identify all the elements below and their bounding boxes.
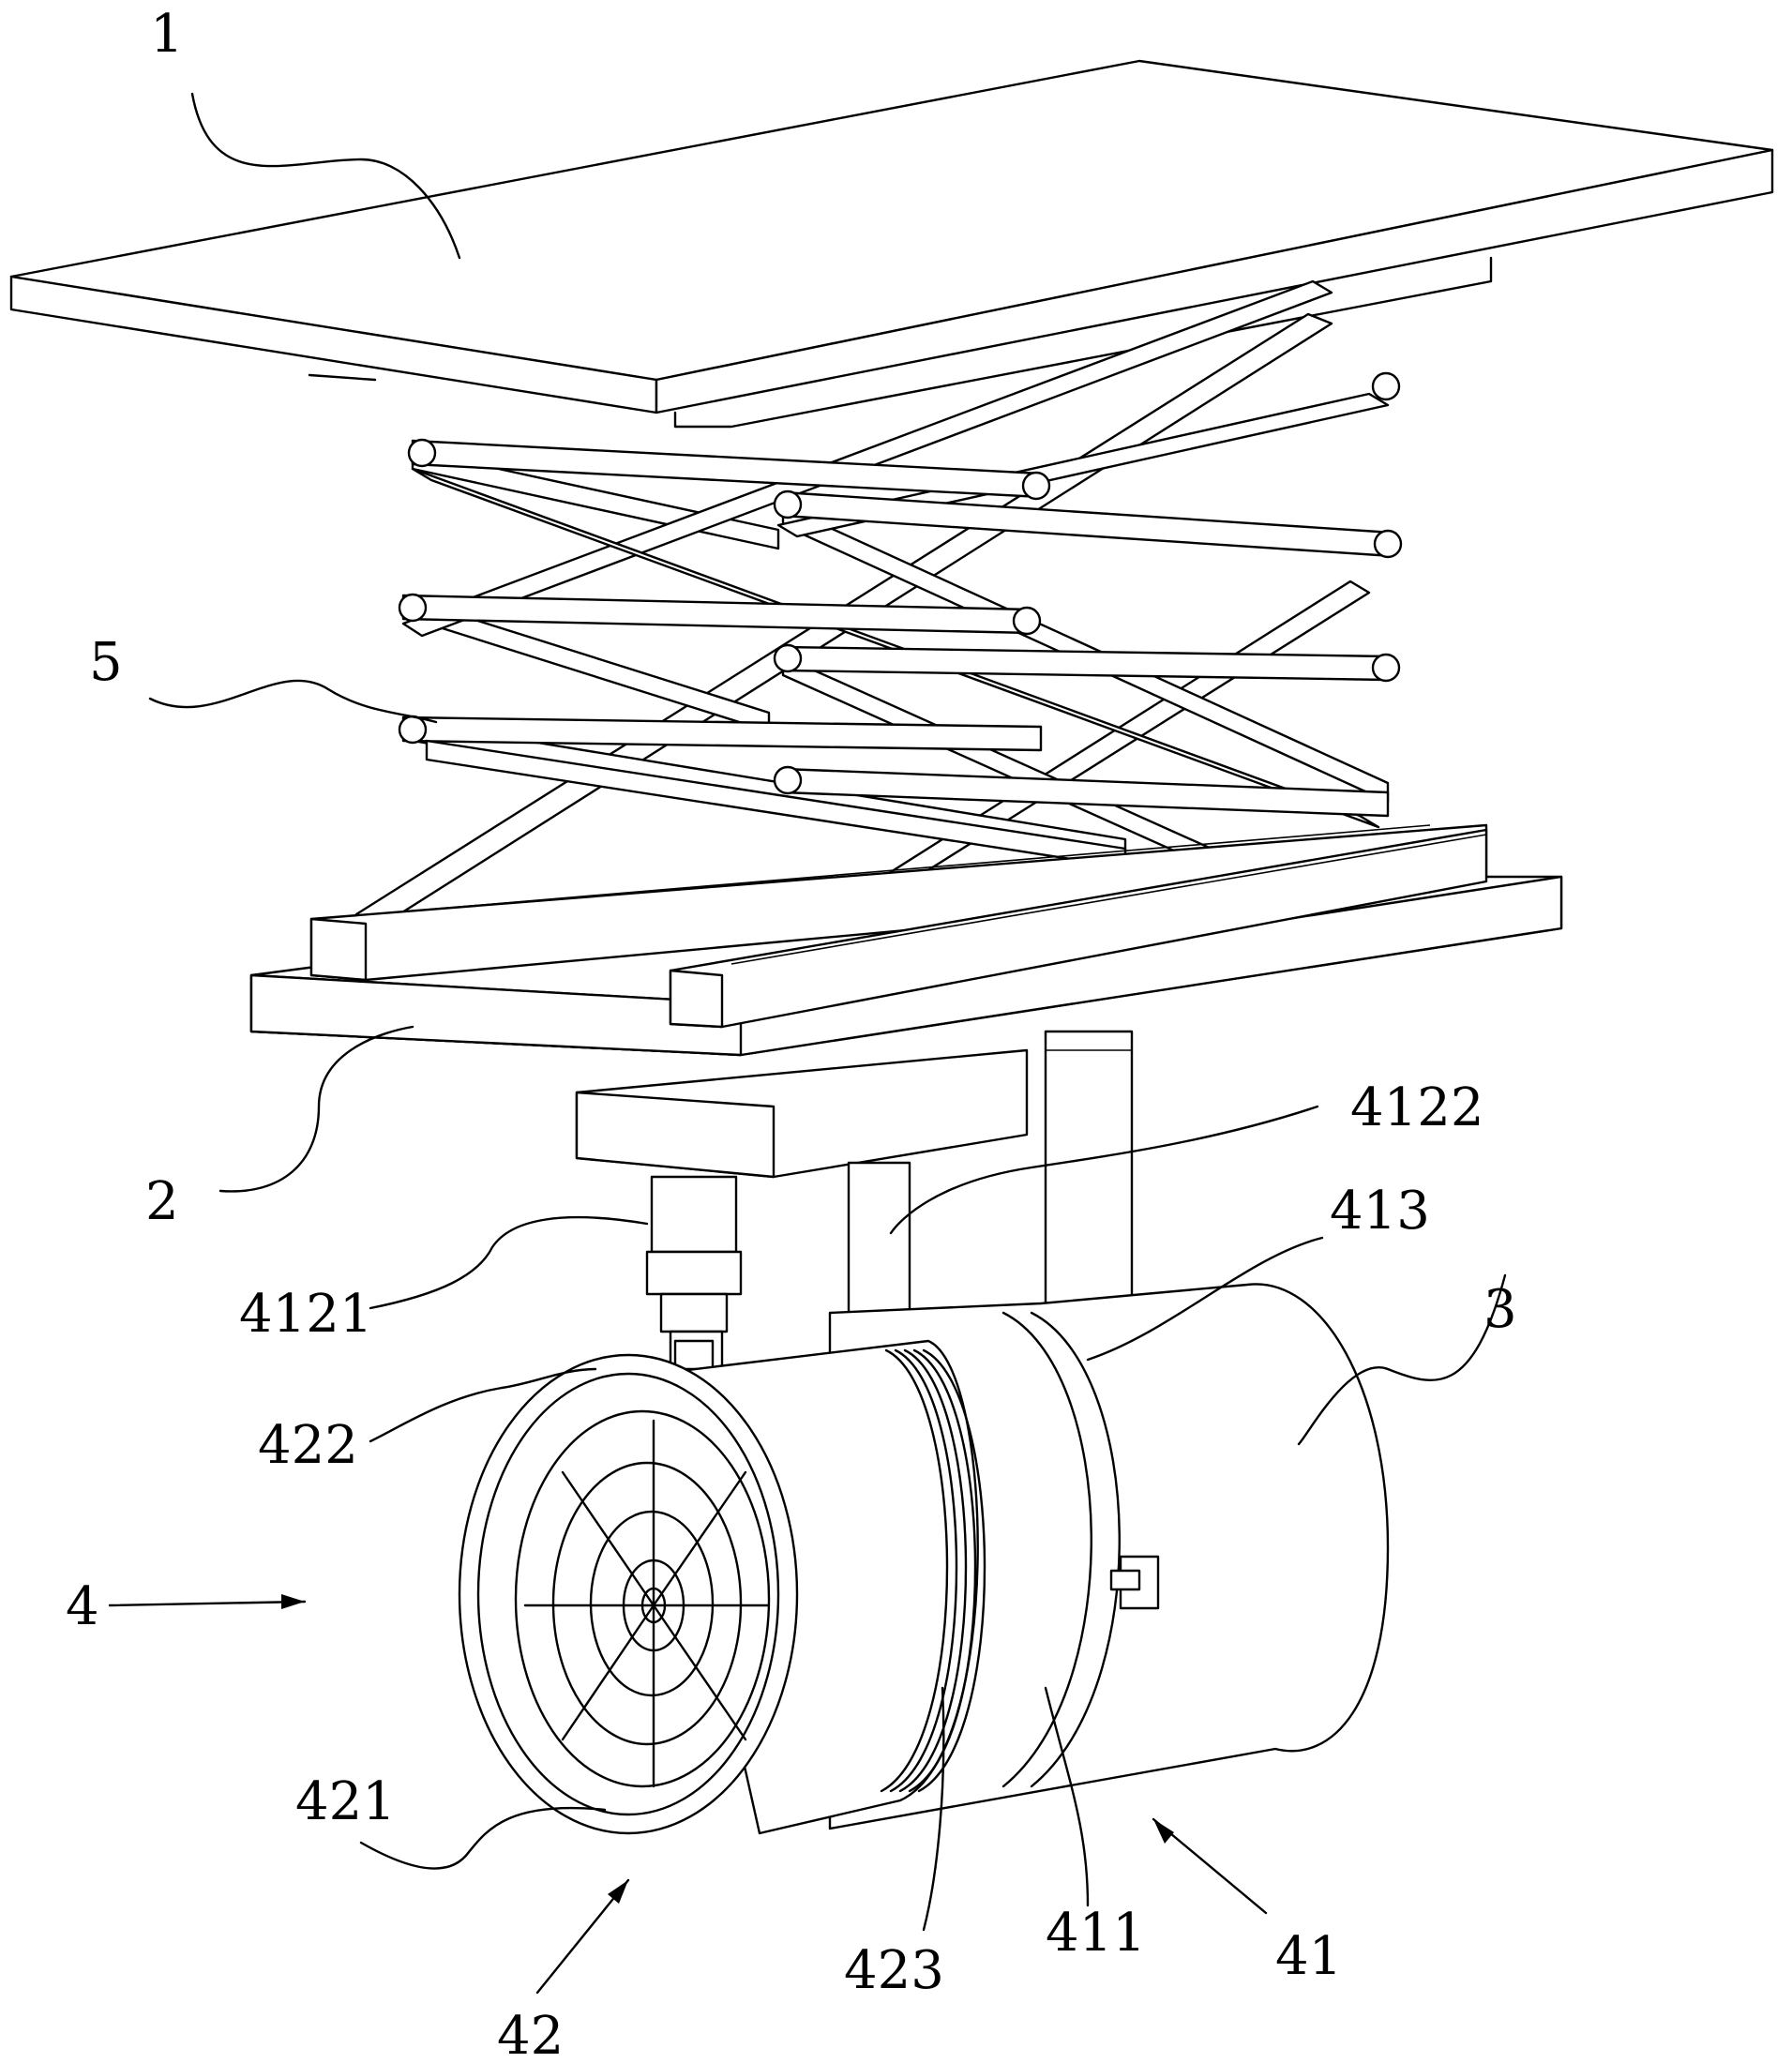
- leader-lines: [108, 92, 1507, 1995]
- label-422: 422: [258, 1415, 358, 1476]
- label-3: 3: [1483, 1279, 1517, 1340]
- label-41: 41: [1275, 1926, 1342, 1987]
- scissor-lift: [354, 279, 1403, 996]
- label-4: 4: [66, 1576, 99, 1637]
- fan-grille: [458, 1353, 799, 1835]
- motor-mount: [575, 1030, 1134, 1343]
- bottom-plate: [249, 823, 1563, 1057]
- actuator: [645, 1175, 743, 1380]
- label-411: 411: [1046, 1903, 1146, 1964]
- label-1: 1: [150, 4, 184, 65]
- label-5: 5: [89, 632, 123, 693]
- label-421: 421: [295, 1771, 396, 1832]
- label-413: 413: [1330, 1181, 1430, 1242]
- label-2: 2: [145, 1171, 179, 1232]
- label-423: 423: [844, 1940, 944, 2001]
- pin-joints: [398, 371, 1403, 795]
- label-4121: 4121: [239, 1284, 373, 1345]
- top-plate: [9, 59, 1774, 429]
- label-42: 42: [497, 2006, 564, 2063]
- label-4122: 4122: [1350, 1077, 1484, 1138]
- duct-body: [828, 1283, 1390, 1830]
- reference-labels: 1 5 2 4122 413 4121 3 422 4 421 423 411 …: [66, 4, 1517, 2063]
